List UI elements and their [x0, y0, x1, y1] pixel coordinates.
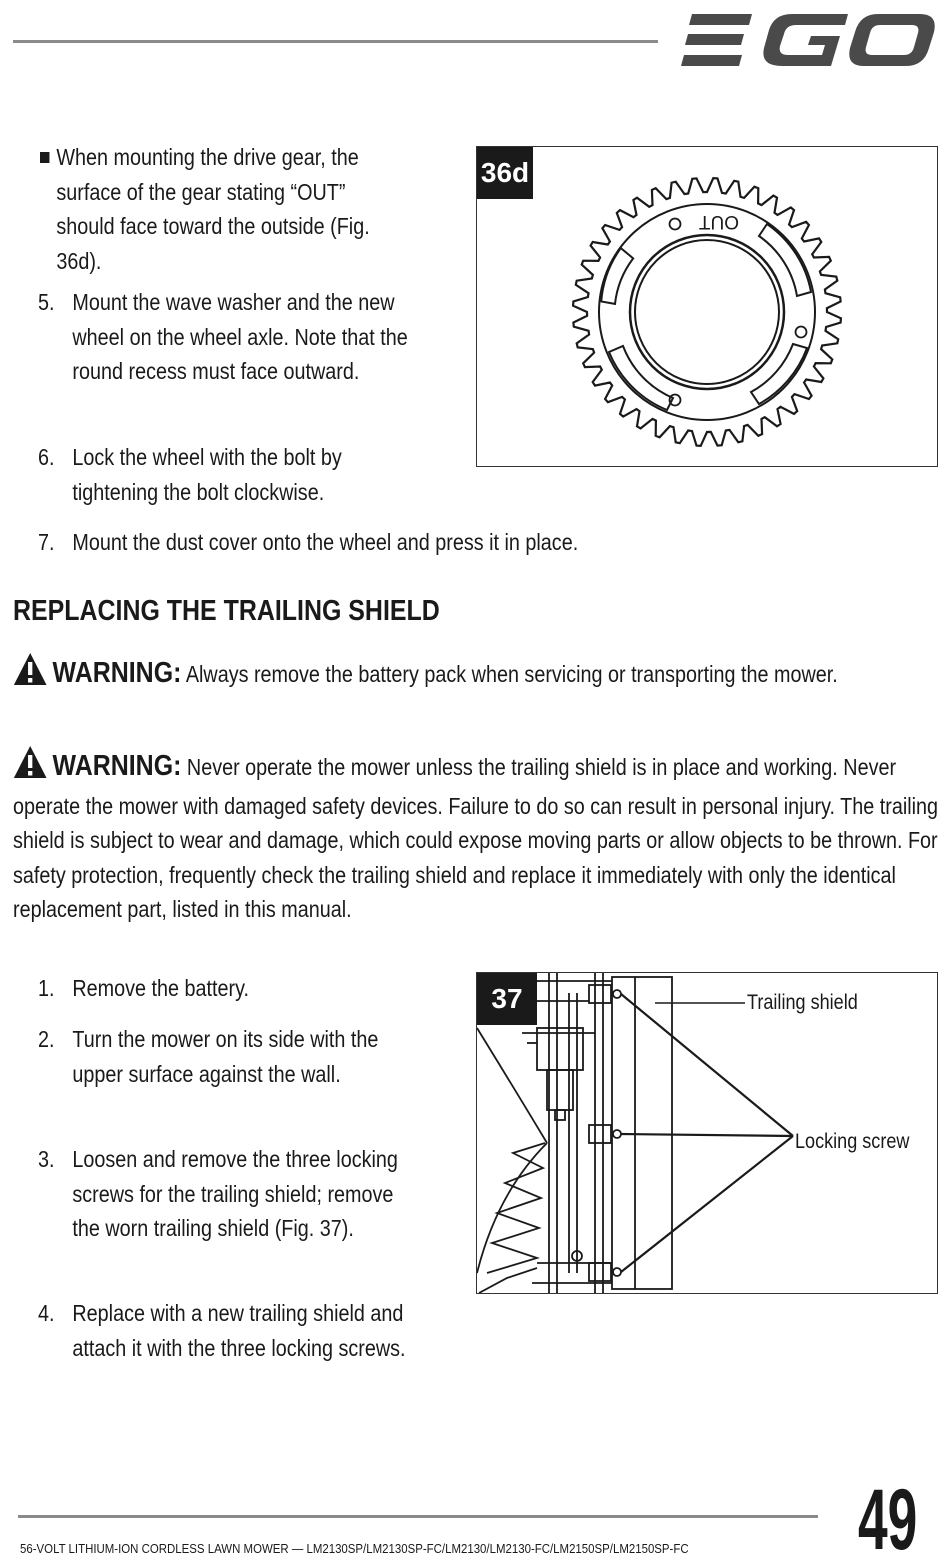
step-text: Mount the dust cover onto the wheel and … [72, 529, 579, 555]
step-number: 1. [38, 975, 55, 1001]
warning-label: WARNING: [52, 750, 182, 782]
step-number: 7. [38, 529, 55, 555]
callout-trailing-shield: Trailing shield [747, 991, 858, 1014]
intro-bullet-text: When mounting the drive gear, the surfac… [56, 144, 370, 274]
drive-gear-illustration: OUT [571, 176, 843, 448]
page-number: 49 [858, 1472, 918, 1568]
callout-locking-screw: Locking screw [795, 1130, 910, 1153]
warning-triangle-icon [13, 652, 47, 696]
step-number: 3. [38, 1146, 55, 1172]
warning-triangle-icon [13, 745, 47, 789]
footer-rule [18, 1515, 818, 1518]
ego-logo [680, 12, 936, 68]
gear-out-text: OUT [699, 211, 740, 232]
warning-1: WARNING: Always remove the battery pack … [13, 652, 942, 696]
step-text: Loosen and remove the three locking scre… [72, 1146, 398, 1241]
figure-label: 37 [477, 973, 537, 1025]
trailing-shield-illustration [477, 973, 794, 1293]
step-number: 6. [38, 444, 55, 470]
figure-36d: 36d OUT [476, 146, 938, 467]
step-3: 3. Loosen and remove the three locking s… [38, 1142, 451, 1246]
step-text: Turn the mower on its side with the uppe… [72, 1026, 379, 1087]
step-text: Replace with a new trailing shield and a… [72, 1300, 406, 1361]
step-1: 1. Remove the battery. [38, 971, 451, 1006]
step-6: 6. Lock the wheel with the bolt by tight… [38, 440, 434, 509]
section-title: REPLACING THE TRAILING SHIELD [13, 595, 440, 627]
step-7: 7. Mount the dust cover onto the wheel a… [38, 525, 898, 560]
warning-text: Never operate the mower unless the trail… [13, 754, 939, 922]
figure-37: 37 Trailing shield Locking screw [476, 972, 938, 1294]
step-text: Remove the battery. [72, 975, 250, 1001]
step-number: 4. [38, 1300, 55, 1326]
step-text: Lock the wheel with the bolt by tighteni… [72, 444, 342, 505]
warning-text: Always remove the battery pack when serv… [185, 661, 838, 687]
warning-label: WARNING: [52, 657, 182, 689]
step-number: 5. [38, 289, 55, 315]
footer-title: 56-VOLT LITHIUM-ION CORDLESS LAWN MOWER … [20, 1541, 689, 1556]
step-text: Mount the wave washer and the new wheel … [72, 289, 408, 384]
step-number: 2. [38, 1026, 55, 1052]
step-5: 5. Mount the wave washer and the new whe… [38, 285, 434, 389]
bullet-square-icon [40, 152, 50, 163]
intro-bullet: When mounting the drive gear, the surfac… [40, 140, 461, 278]
warning-2: WARNING: Never operate the mower unless … [13, 745, 942, 927]
step-4: 4. Replace with a new trailing shield an… [38, 1296, 451, 1365]
header-rule [13, 40, 658, 43]
step-2: 2. Turn the mower on its side with the u… [38, 1022, 451, 1091]
figure-label: 36d [477, 147, 533, 199]
